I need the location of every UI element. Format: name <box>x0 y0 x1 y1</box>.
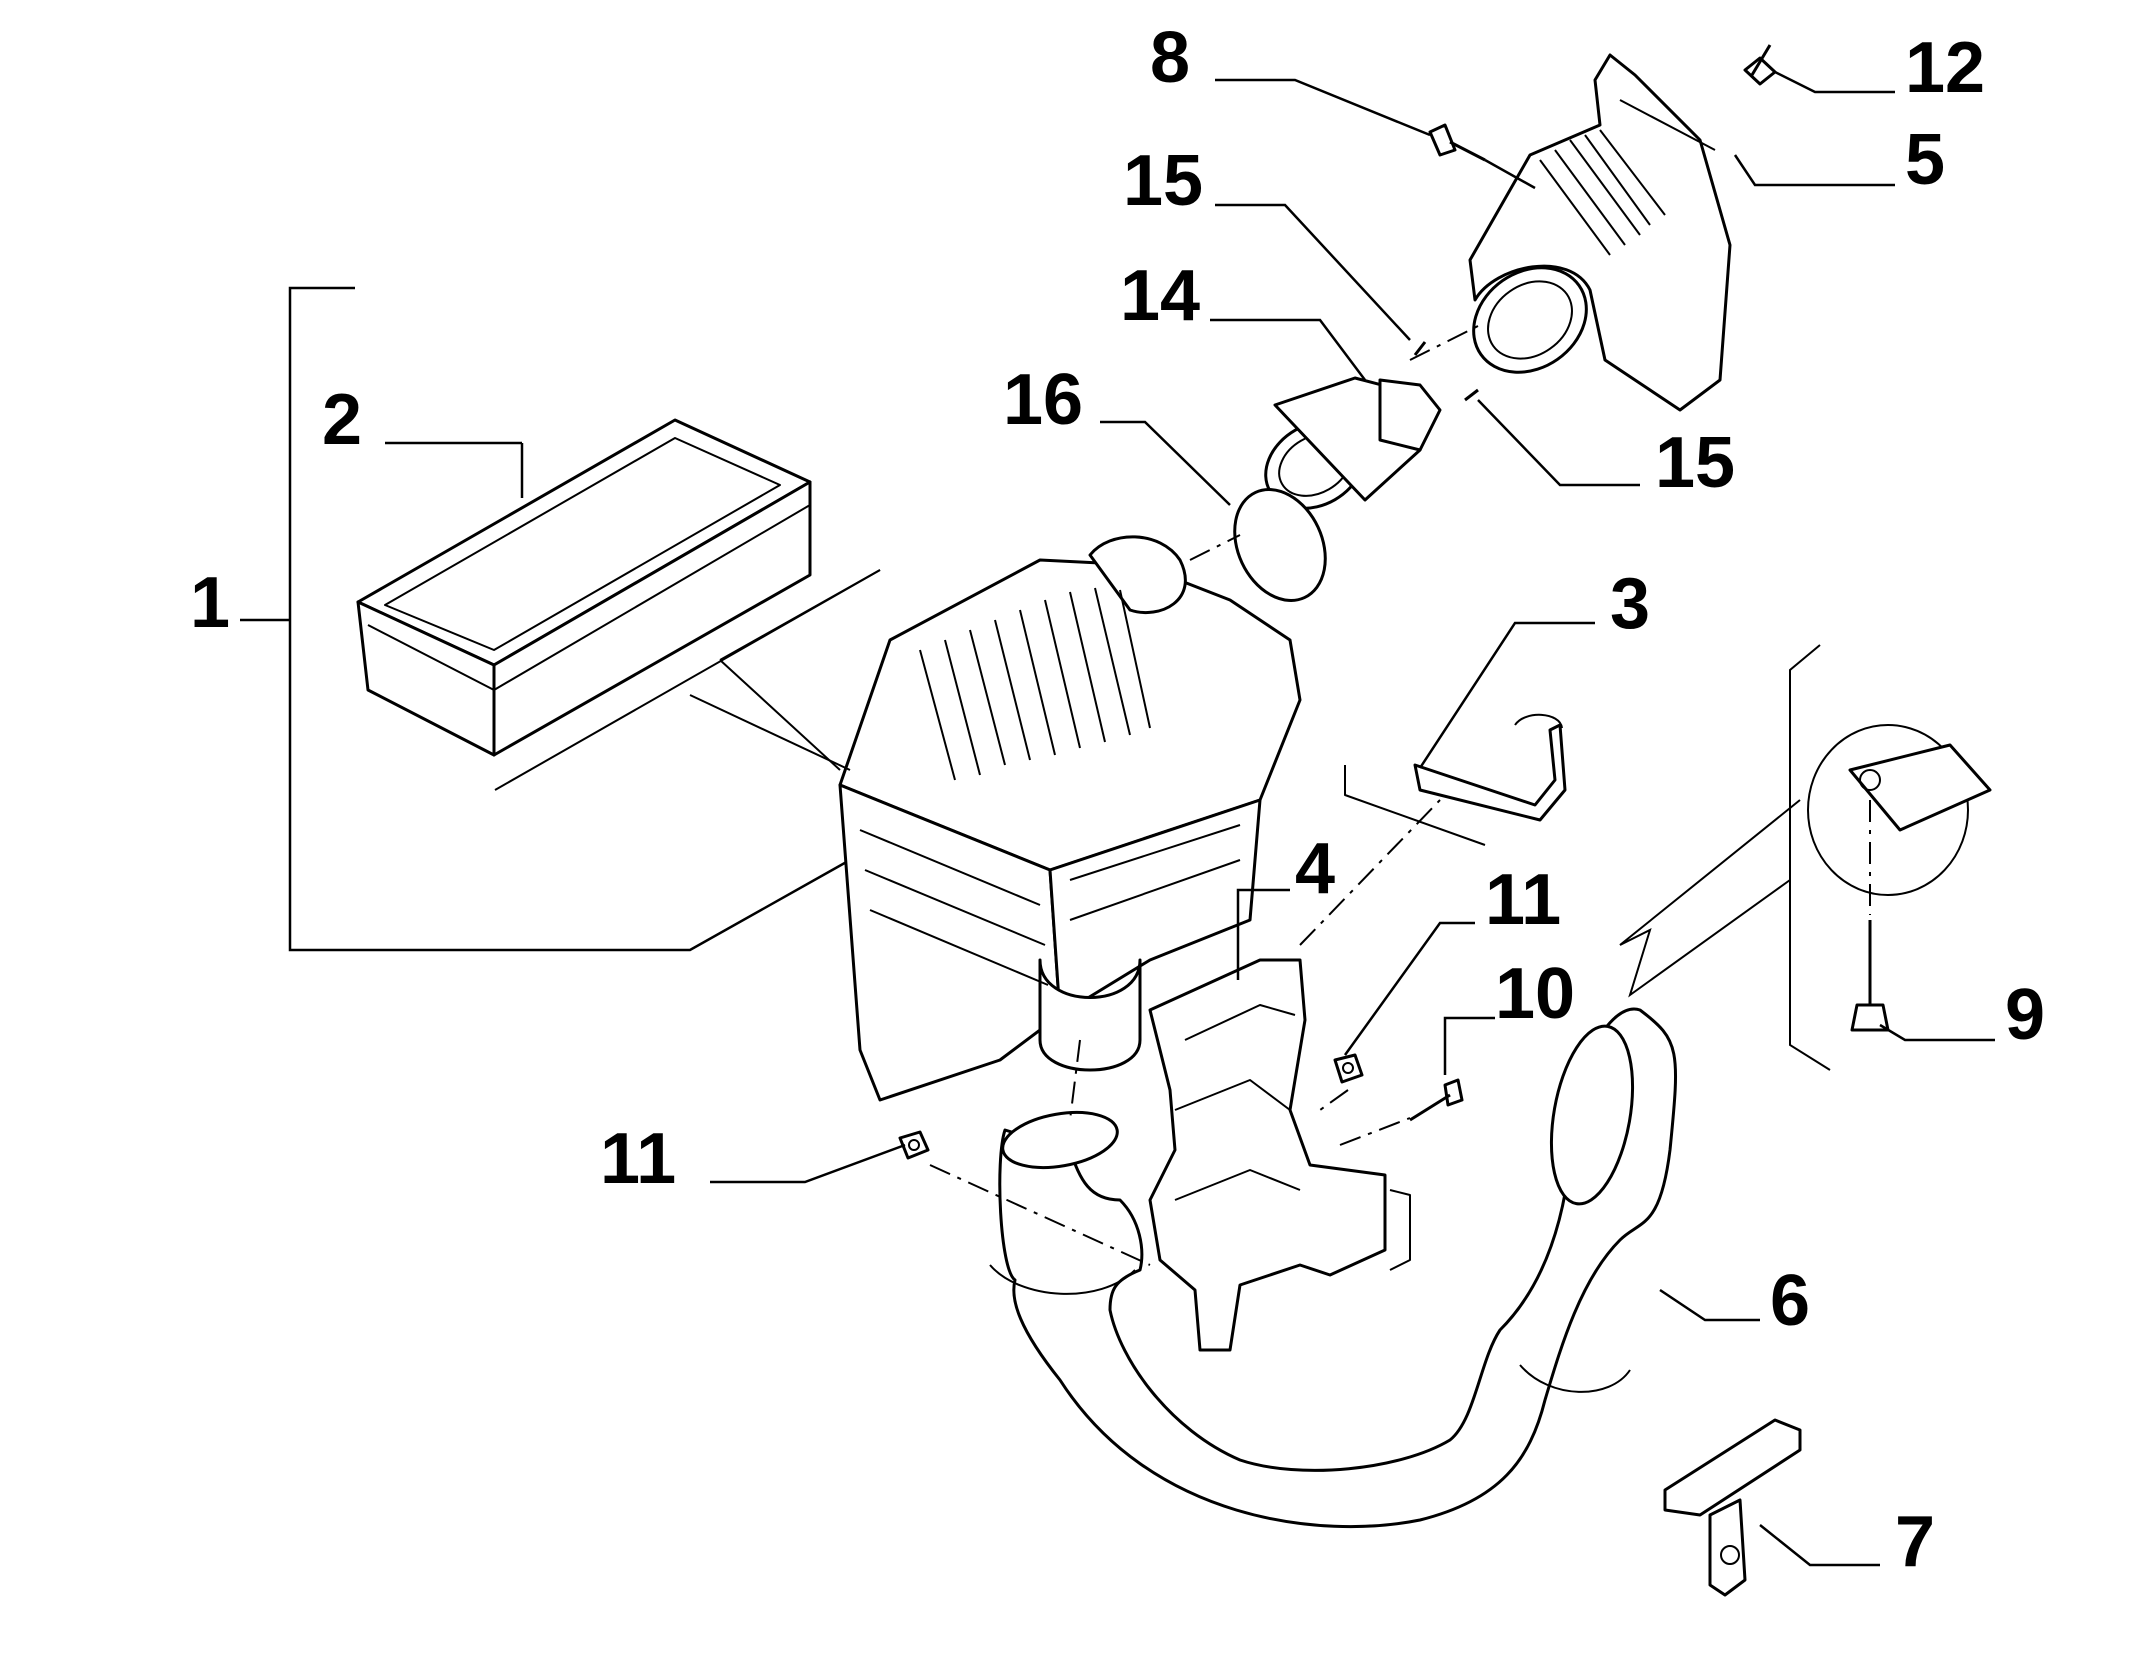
mounting-plate <box>1148 799 1441 1352</box>
air-filter-housing <box>494 535 1302 1102</box>
callout-15-lower: 15 <box>1655 423 1735 503</box>
callout-8: 8 <box>1150 18 1190 98</box>
callout-10: 10 <box>1495 954 1575 1034</box>
callout-7: 7 <box>1895 1502 1935 1582</box>
detail-view-9 <box>1619 644 1995 1071</box>
intake-duct-upper <box>1468 53 1895 412</box>
callout-14: 14 <box>1120 256 1200 336</box>
callout-16: 16 <box>1003 360 1083 440</box>
callout-11-upper: 11 <box>1485 860 1561 940</box>
intake-hose-lower <box>989 1007 1760 1529</box>
bracket-clip <box>1344 621 1595 846</box>
small-bracket <box>1663 1418 1880 1597</box>
screw-15-lower <box>1464 388 1640 487</box>
screw-15-upper <box>1215 203 1427 356</box>
callout-2: 2 <box>322 380 362 460</box>
bolt-10 <box>1339 1016 1495 1146</box>
housing-ribs <box>859 587 1241 986</box>
assembly-bracket <box>240 286 851 952</box>
callout-4: 4 <box>1295 829 1335 909</box>
screw-8 <box>1215 78 1536 190</box>
callout-5: 5 <box>1905 120 1945 200</box>
air-mass-meter <box>1210 318 1481 510</box>
callout-3: 3 <box>1610 564 1650 644</box>
nut-11-lower <box>710 1130 1151 1266</box>
air-filter-element <box>356 418 812 757</box>
nut-11-upper <box>1333 921 1475 1084</box>
callout-9: 9 <box>2005 975 2045 1055</box>
callout-6: 6 <box>1770 1261 1810 1341</box>
callout-15-upper: 15 <box>1123 141 1203 221</box>
callout-11-lower: 11 <box>600 1119 676 1199</box>
screw-12 <box>1743 44 1895 94</box>
callout-12: 12 <box>1905 28 1985 108</box>
o-ring-seal <box>1100 420 1327 602</box>
callout-labels: 1 2 3 4 5 6 7 8 9 10 11 11 12 14 15 15 1… <box>190 18 2045 1582</box>
callout-1: 1 <box>190 563 230 643</box>
